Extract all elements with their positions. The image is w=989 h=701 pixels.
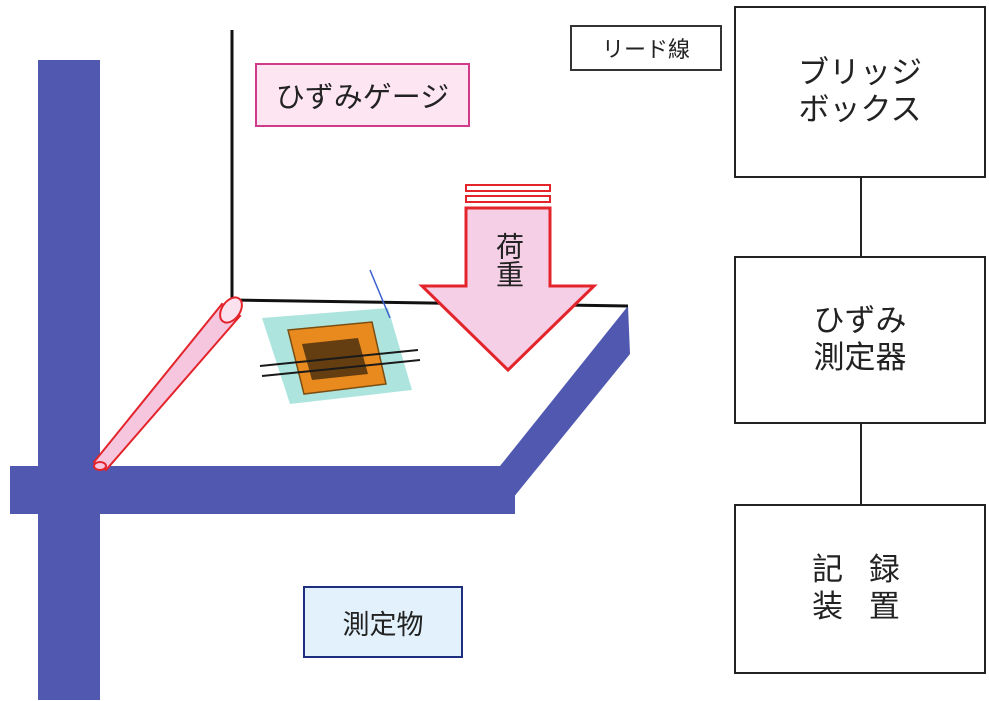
lead-wire-label: リード線	[570, 25, 722, 71]
lead-wire	[369, 269, 391, 319]
connector-meter-to-recorder	[860, 424, 862, 504]
gauge-lead-wire-2	[261, 359, 421, 377]
vertical-support	[38, 60, 100, 700]
horizontal-support	[10, 466, 515, 514]
strain-meter-block: ひずみ 測定器	[734, 256, 986, 424]
test-object-label: 測定物	[303, 586, 463, 658]
load-label: 荷重	[492, 232, 525, 288]
load-arrow	[418, 184, 598, 373]
load-arrow-stripe-1	[465, 184, 551, 192]
connector-bridge-to-meter	[860, 178, 862, 256]
magnifier-cone-mouth	[219, 296, 243, 324]
gauge-lead-wire-1	[259, 349, 419, 367]
load-arrow-stripe-2	[465, 195, 551, 203]
recorder-block: 記 録 装 置	[734, 504, 986, 674]
strain-gauge-label: ひずみゲージ	[255, 63, 470, 127]
load-arrow-shape	[418, 206, 598, 373]
strain-gauge-image	[259, 269, 421, 404]
beam-side-face	[500, 306, 630, 514]
bridge-box-block: ブリッジ ボックス	[734, 6, 986, 178]
magnifier-cone-end	[93, 461, 107, 471]
